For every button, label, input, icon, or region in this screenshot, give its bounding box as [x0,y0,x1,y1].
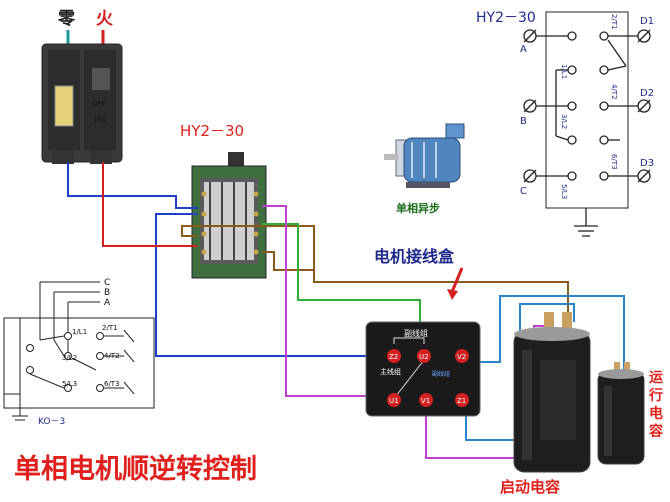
left-schematic-model: KO－3 [38,417,65,427]
left-phase-a: A [104,298,111,308]
schematic-ground-icon [574,208,598,237]
terminal-label-v1: V1 [421,397,430,405]
schematic-output-d2: D2 [640,88,654,99]
hy2-30-schematic: HY2－30 [476,10,654,237]
schematic-input-a: A [520,44,527,55]
circuit-breaker: 零 火 OFF 16A [41,9,123,164]
left-phase-c: C [104,278,110,288]
center-switch-model: HY2－30 [180,122,244,140]
start-capacitor [513,312,591,473]
run-capacitor-char-4: 容 [648,423,663,440]
terminal-z1 [455,393,469,407]
terminal-label-u2: U2 [419,353,429,361]
live-label: 火 [96,9,114,29]
terminal-label-v2: V2 [457,353,466,361]
run-capacitor [597,362,645,465]
left-contact-4t2: 4/T2 [104,352,120,360]
hy2-30-switch [191,152,267,279]
left-contact-6t3: 6/T3 [104,380,120,388]
schematic-output-d1: D1 [640,16,654,27]
left-contact-1l1: 1/L1 [72,328,87,336]
breaker-mark-off: OFF [92,100,106,108]
terminal-label-u1: U1 [389,397,399,405]
main-title: 单相电机顺逆转控制 [14,453,257,485]
ko-3-schematic: C B A 1/L1 2/T1 3/L2 4/T2 5/L3 6/T3 KO－3 [3,278,155,427]
motor [384,123,465,188]
left-contact-3l2: 3/L2 [62,354,77,362]
main-winding-label: 主线组 [380,367,401,376]
terminal-label-z1: Z1 [457,397,466,405]
schematic-contact-1l1: 1/L1 [560,64,568,79]
neutral-label: 零 [57,9,76,29]
schematic-contact-5l3: 5/L3 [560,184,568,199]
left-contact-5l3: 5/L3 [62,380,77,388]
terminal-u1 [387,393,401,407]
motor-label: 单相异步 [396,201,440,215]
terminal-label-z2: Z2 [389,353,398,361]
left-phase-b: B [104,288,110,298]
schematic-input-c: C [520,186,527,197]
junction-box: 副线组 主线组 副线组 Z2 U2 V2 U1 V1 Z1 [365,321,481,417]
schematic-output-d3: D3 [640,158,654,169]
terminal-v1 [419,393,433,407]
schematic-contact-3l2: 3/L2 [560,114,568,129]
run-capacitor-char-2: 行 [648,387,663,404]
aux-winding-note: 副线组 [432,370,450,378]
start-capacitor-label: 启动电容 [500,478,560,496]
terminal-u2 [417,349,431,363]
run-capacitor-char-1: 运 [649,370,663,386]
junction-box-header: 副线组 [404,328,428,338]
breaker-mark-rating: 16A [93,116,107,124]
schematic-contact-6t3: 6/T3 [610,154,618,170]
schematic-contact-2t1: 2/T1 [610,14,618,30]
wires [67,162,625,459]
junction-box-caption: 电机接线盒 [374,247,455,266]
terminal-z2 [387,349,401,363]
run-capacitor-char-3: 电 [649,405,663,422]
left-contact-2t1: 2/T1 [102,324,118,332]
schematic-contact-4t2: 4/T2 [610,84,618,100]
schematic-model: HY2－30 [476,10,536,26]
terminal-v2 [455,349,469,363]
schematic-input-b: B [520,116,527,127]
run-capacitor-label-vertical: 运 行 电 容 [648,370,663,440]
